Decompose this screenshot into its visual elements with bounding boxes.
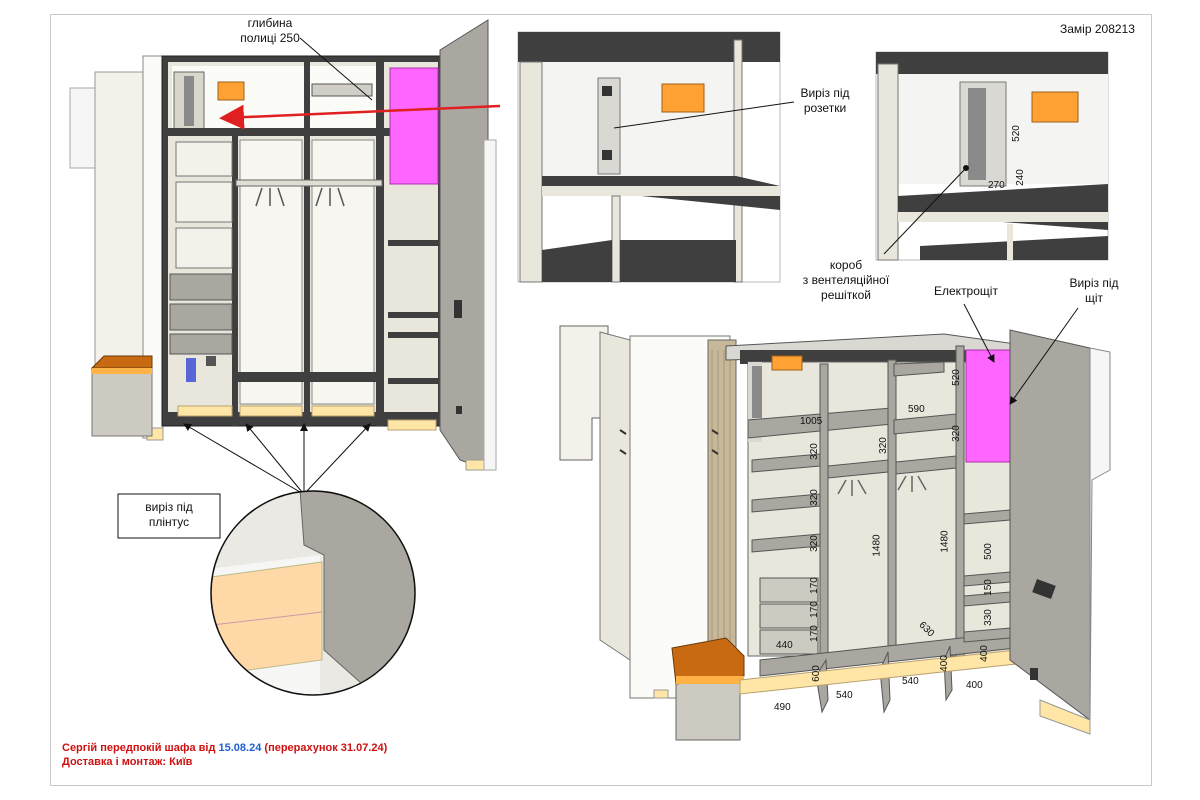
socket-cutout-line1: Виріз під [800, 86, 850, 100]
dim-170-2: 170 [808, 601, 820, 618]
plinth-cutout-callout: виріз під плінтус [118, 500, 220, 530]
vent-box-callout: короб з вентеляційної решіткой [790, 258, 902, 303]
sheet-border [50, 14, 1152, 786]
detail-dim-520: 520 [1010, 125, 1022, 142]
dim-540-left: 540 [836, 690, 853, 701]
dim-600: 600 [810, 665, 822, 682]
panel-cutout-line2: щіт [1084, 291, 1104, 305]
plinth-cutout-line2: плінтус [148, 515, 190, 529]
dim-320-left-3: 320 [808, 535, 820, 552]
panel-cutout-callout: Виріз під щіт [1054, 276, 1134, 306]
dim-150: 150 [982, 579, 994, 596]
dim-540-right: 540 [902, 676, 919, 687]
plinth-callout-box [117, 493, 221, 539]
dim-520: 520 [950, 369, 962, 386]
dim-1480-right: 1480 [939, 530, 951, 553]
dim-330: 330 [982, 609, 994, 626]
footer-recalc-text: (перерахунок 31.07.24) [264, 742, 388, 754]
shelf-depth-line1: глибина [247, 16, 293, 30]
dim-320-left-1: 320 [808, 443, 820, 460]
footer-line-1: Сергій передпокій шафа від 15.08.24 (пер… [62, 742, 387, 754]
dim-1005: 1005 [800, 416, 823, 427]
detail-dim-240: 240 [1014, 169, 1026, 186]
dim-400-right: 400 [978, 645, 990, 662]
dim-490: 490 [774, 702, 791, 713]
front-view [69, 19, 501, 493]
dim-320-center: 320 [877, 437, 889, 454]
dim-500: 500 [982, 543, 994, 560]
panel-cutout-line1: Виріз під [1069, 276, 1119, 290]
dim-320-left-2: 320 [808, 489, 820, 506]
order-number-label: Замір 208213 [1060, 22, 1135, 36]
detail-dim-270: 270 [988, 180, 1005, 191]
shelf-depth-callout: глибина полиці 250 [210, 16, 330, 46]
dim-440: 440 [776, 640, 793, 651]
shelf-depth-line2: полиці 250 [240, 31, 300, 45]
plinth-zoom-circle [210, 490, 416, 696]
dim-170-1: 170 [808, 577, 820, 594]
vent-box-line2: з вентеляційної [802, 273, 890, 287]
dim-400-bottom: 400 [966, 680, 983, 691]
socket-cutout-callout: Виріз під розетки [780, 86, 870, 116]
socket-detail-view [517, 31, 795, 283]
iso-view [559, 303, 1111, 741]
dim-400-center: 400 [938, 655, 950, 672]
dim-170-3: 170 [808, 625, 820, 642]
plinth-cutout-line1: виріз під [145, 500, 193, 514]
footer-client-text: Сергій передпокій шафа від [62, 742, 216, 754]
vent-box-line3: решіткой [821, 288, 871, 302]
footer-date: 15.08.24 [218, 742, 262, 754]
electric-panel-label: Електрощіт [934, 284, 998, 298]
dim-590: 590 [908, 404, 925, 415]
dim-320-right: 320 [950, 425, 962, 442]
vent-box-detail-view [875, 51, 1109, 261]
dim-1480-left: 1480 [871, 534, 883, 557]
socket-cutout-line2: розетки [803, 101, 847, 115]
vent-box-line1: короб [829, 258, 863, 272]
footer-line-2: Доставка і монтаж: Київ [62, 756, 193, 768]
